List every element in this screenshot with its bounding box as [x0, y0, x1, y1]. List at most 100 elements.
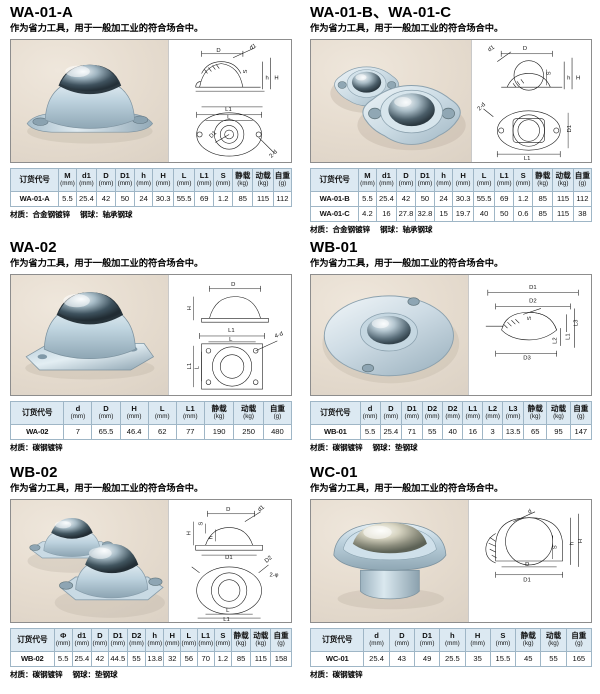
ball-value: 垫钢球 [94, 669, 118, 679]
cell-value: 77 [175, 423, 205, 440]
column-header-order-code: 订货代号 [9, 167, 60, 192]
column-header-动载: 动载(kg) [552, 167, 574, 192]
cell-order-code: WC-01 [309, 650, 365, 667]
column-header-name: D [103, 404, 109, 414]
column-header-unit: (kg) [537, 179, 549, 187]
column-header-unit: (mm) [147, 639, 163, 647]
svg-text:d1: d1 [257, 504, 266, 513]
column-header-unit: (mm) [181, 639, 197, 647]
column-header-name: 自重 [274, 171, 290, 181]
column-header-name: L [159, 404, 165, 414]
column-header-unit: (mm) [436, 179, 451, 187]
cell-value: 25.5 [439, 650, 466, 667]
figure-panel: D d1 H h S L1 L 2-d D1 [10, 38, 292, 163]
cell-value: 42 [90, 650, 109, 667]
column-header-S: S(mm) [213, 167, 234, 192]
column-header-name: D1 [422, 631, 432, 641]
column-header-D: D(mm) [388, 627, 415, 652]
product-photo [11, 274, 168, 395]
product-section-wc-01: WC-01 作为省力工具，用于一般加工业的符合场合中。 [300, 460, 600, 694]
material-label: 材质： [310, 442, 333, 452]
column-header-H: H(mm) [152, 167, 175, 192]
material-value: 合金钢镀锌 [32, 209, 70, 219]
cell-value: 25.4 [71, 650, 92, 667]
column-header-L: L(mm) [173, 167, 196, 192]
column-header-d1: d1(mm) [75, 167, 98, 192]
column-header-unit: (kg) [237, 179, 249, 187]
svg-text:L3: L3 [573, 319, 579, 326]
column-header-L1: L1(mm) [462, 400, 484, 425]
column-header-name: H [169, 631, 176, 641]
dimension-drawing: D d1 H S h D1 D2 2-φ L L1 [167, 499, 291, 622]
section-subtitle: 作为省力工具，用于一般加工业的符合场合中。 [310, 23, 504, 35]
column-header-unit: (mm) [182, 412, 198, 420]
svg-text:S: S [552, 545, 558, 549]
column-header-name: d [367, 404, 373, 414]
column-header-unit: (mm) [383, 412, 399, 420]
column-header-unit: (g) [273, 412, 282, 420]
section-subtitle: 作为省力工具，用于一般加工业的符合场合中。 [10, 23, 204, 35]
svg-text:S: S [198, 521, 204, 525]
cell-value: 85 [532, 190, 554, 207]
column-header-unit: (g) [278, 179, 287, 187]
cell-value: 147 [569, 423, 593, 440]
figure-panel: D1 D2 D3 L3 L1 L2 S [310, 273, 592, 396]
cell-value: 95 [546, 423, 571, 440]
column-header-name: 订货代号 [21, 407, 53, 417]
column-header-name: M [364, 171, 371, 181]
cell-order-code: WA-01-A [9, 190, 60, 207]
cell-value: 55.5 [473, 190, 496, 207]
ball-value: 垫钢球 [394, 442, 418, 452]
column-header-自重: 自重(g) [270, 627, 292, 652]
column-header-unit: (mm) [215, 179, 231, 187]
column-header-name: 静载 [211, 404, 227, 414]
column-header-order-code: 订货代号 [309, 167, 360, 192]
svg-text:D: D [216, 48, 220, 54]
cell-value: 13.5 [502, 423, 525, 440]
cell-value: 40 [473, 205, 496, 222]
column-header-h: h(mm) [134, 167, 154, 192]
cell-value: 55 [421, 423, 443, 440]
cell-value: 49 [413, 650, 441, 667]
column-header-name: 动载 [241, 404, 257, 414]
ball-label: 钢球： [72, 669, 95, 679]
svg-text:D2: D2 [264, 555, 274, 564]
column-header-M: M(mm) [358, 167, 377, 192]
column-header-unit: (mm) [176, 179, 192, 187]
material-note: 材质：碳钢镀锌 [310, 670, 592, 679]
column-header-unit: (mm) [495, 639, 511, 647]
dimension-drawing: D H L1 L L1 L 4-d [167, 274, 291, 395]
material-label: 材质： [10, 209, 33, 219]
page-title: WC-01 [310, 464, 358, 481]
column-header-d: d(mm) [359, 400, 381, 425]
svg-text:H: H [187, 531, 193, 535]
material-label: 材质： [310, 669, 333, 679]
column-header-name: 静载 [520, 631, 536, 641]
cell-value: 25.4 [375, 190, 398, 207]
column-header-unit: (mm) [394, 639, 410, 647]
cell-value: 115 [552, 205, 574, 222]
column-header-unit: (mm) [60, 179, 75, 187]
column-header-order-code: 订货代号 [310, 400, 361, 425]
column-header-静载: 静载(kg) [515, 627, 542, 652]
cell-value: 5.5 [359, 423, 381, 440]
column-header-name: D2 [131, 631, 142, 641]
column-header-unit: (g) [578, 179, 587, 187]
column-header-unit: (mm) [198, 639, 214, 647]
product-photo [311, 39, 471, 162]
column-header-unit: (mm) [470, 639, 485, 647]
column-header-D1: D1(mm) [401, 400, 423, 425]
column-header-name: S [220, 171, 226, 181]
column-header-unit: (mm) [98, 412, 114, 420]
column-header-自重: 自重(g) [272, 167, 293, 192]
column-header-unit: (kg) [557, 179, 569, 187]
column-header-unit: (mm) [404, 412, 420, 420]
column-header-动载: 动载(kg) [233, 400, 264, 425]
column-header-静载: 静载(kg) [230, 627, 252, 652]
cell-value: 30.3 [152, 190, 175, 207]
column-header-静载: 静载(kg) [532, 167, 554, 192]
